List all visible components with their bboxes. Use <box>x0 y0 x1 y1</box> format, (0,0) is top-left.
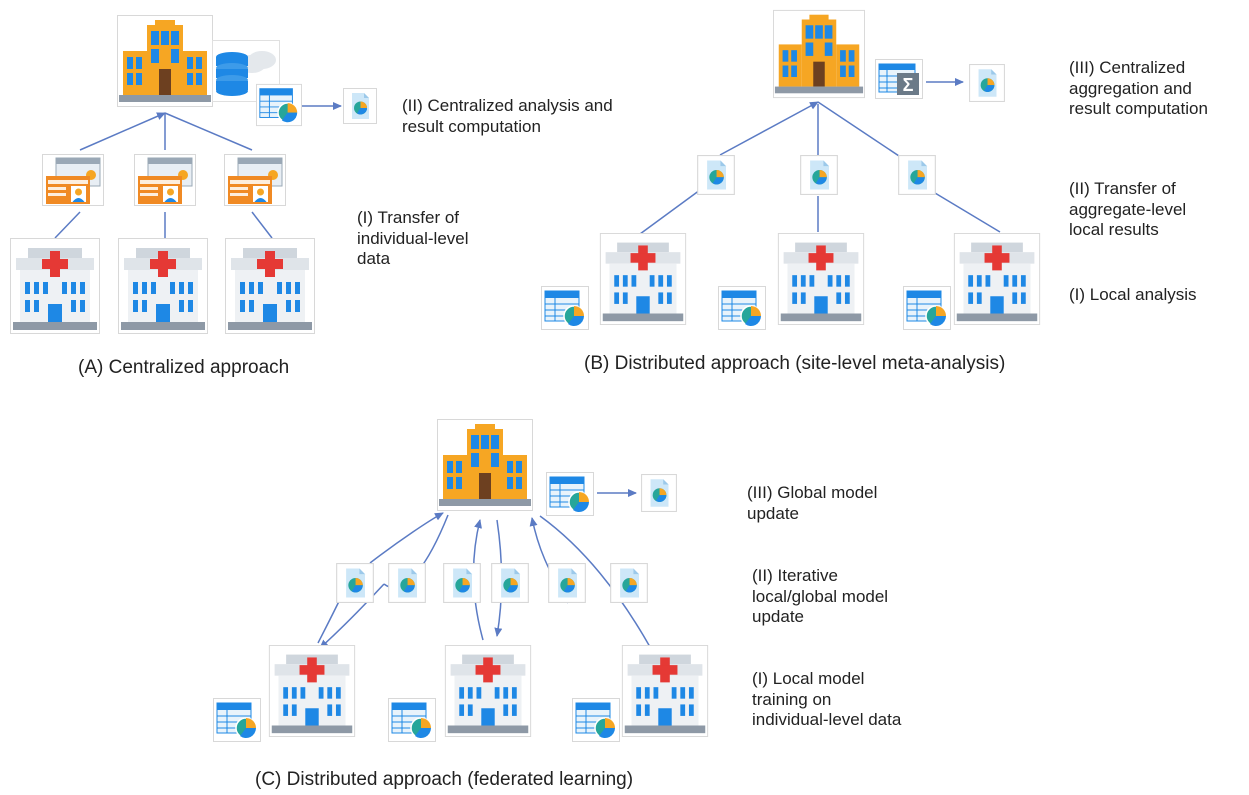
panel-c-caption: (C) Distributed approach (federated lear… <box>255 769 634 790</box>
hospital-icon <box>621 645 709 737</box>
result-document-icon <box>697 155 735 195</box>
panel-a-caption: (A) Centralized approach <box>78 357 290 378</box>
spreadsheet-chart-icon <box>256 83 302 127</box>
spreadsheet-chart-icon <box>541 285 589 331</box>
connector-line <box>639 189 701 235</box>
hospital-icon <box>599 233 687 325</box>
spreadsheet-chart-icon <box>903 285 951 331</box>
hospital-icon <box>225 238 315 334</box>
spreadsheet-chart-icon <box>546 472 594 516</box>
panel-c-step-global-update: (III) Global model update <box>747 483 878 523</box>
connector-line <box>54 211 81 239</box>
panel-c-step-local-training: (I) Local model training on individual-l… <box>752 669 902 729</box>
spreadsheet-chart-icon <box>388 698 436 742</box>
central-server-icon <box>773 9 865 99</box>
sum-spreadsheet-icon <box>875 58 923 100</box>
panel-b-step-transfer-aggregate: (II) Transfer of aggregate-level local r… <box>1069 179 1187 239</box>
result-document-icon <box>336 563 374 603</box>
spreadsheet-chart-icon <box>572 698 620 742</box>
result-document-icon <box>343 87 377 125</box>
central-server-icon <box>437 418 533 512</box>
result-document-icon <box>388 563 426 603</box>
spreadsheet-chart-icon <box>213 698 261 742</box>
connector-arrow <box>719 101 819 156</box>
panel-b-connectors <box>639 78 1001 235</box>
hospital-icon <box>10 238 100 334</box>
result-document-icon <box>898 155 936 195</box>
hospital-icon <box>953 233 1041 325</box>
connector-line <box>164 112 253 151</box>
central-server-icon <box>117 15 213 107</box>
result-document-icon <box>443 563 481 603</box>
panel-b-step-local-analysis: (I) Local analysis <box>1069 285 1197 304</box>
hospital-icon <box>444 645 532 737</box>
panel-a-step-centralized-analysis: (II) Centralized analysis and result com… <box>402 96 613 136</box>
connector-line <box>817 101 906 161</box>
result-document-icon <box>800 155 838 195</box>
result-document-icon <box>548 563 586 603</box>
curved-arrow-down <box>539 515 661 666</box>
result-document-icon <box>641 474 677 512</box>
connector-line <box>934 192 1001 233</box>
connector-line <box>251 211 273 239</box>
hospital-icon <box>268 645 356 737</box>
spreadsheet-chart-icon <box>718 285 766 331</box>
patient-record-icon <box>134 153 196 207</box>
panel-b-caption: (B) Distributed approach (site-level met… <box>584 353 1006 374</box>
result-document-icon <box>969 64 1005 102</box>
patient-record-icon <box>42 153 104 207</box>
result-document-icon <box>491 563 529 603</box>
connector-arrow <box>79 112 166 151</box>
panel-c-step-iterative-update: (II) Iterative local/global model update <box>752 566 889 626</box>
patient-record-icon <box>224 153 286 207</box>
panel-a-step-transfer-individual: (I) Transfer of individual-level data <box>357 208 469 268</box>
hospital-icon <box>118 238 208 334</box>
panel-b-step-centralized-aggregation: (III) Centralized aggregation and result… <box>1069 58 1208 118</box>
hospital-icon <box>777 233 865 325</box>
result-document-icon <box>610 563 648 603</box>
panel-a-connectors <box>54 102 342 239</box>
